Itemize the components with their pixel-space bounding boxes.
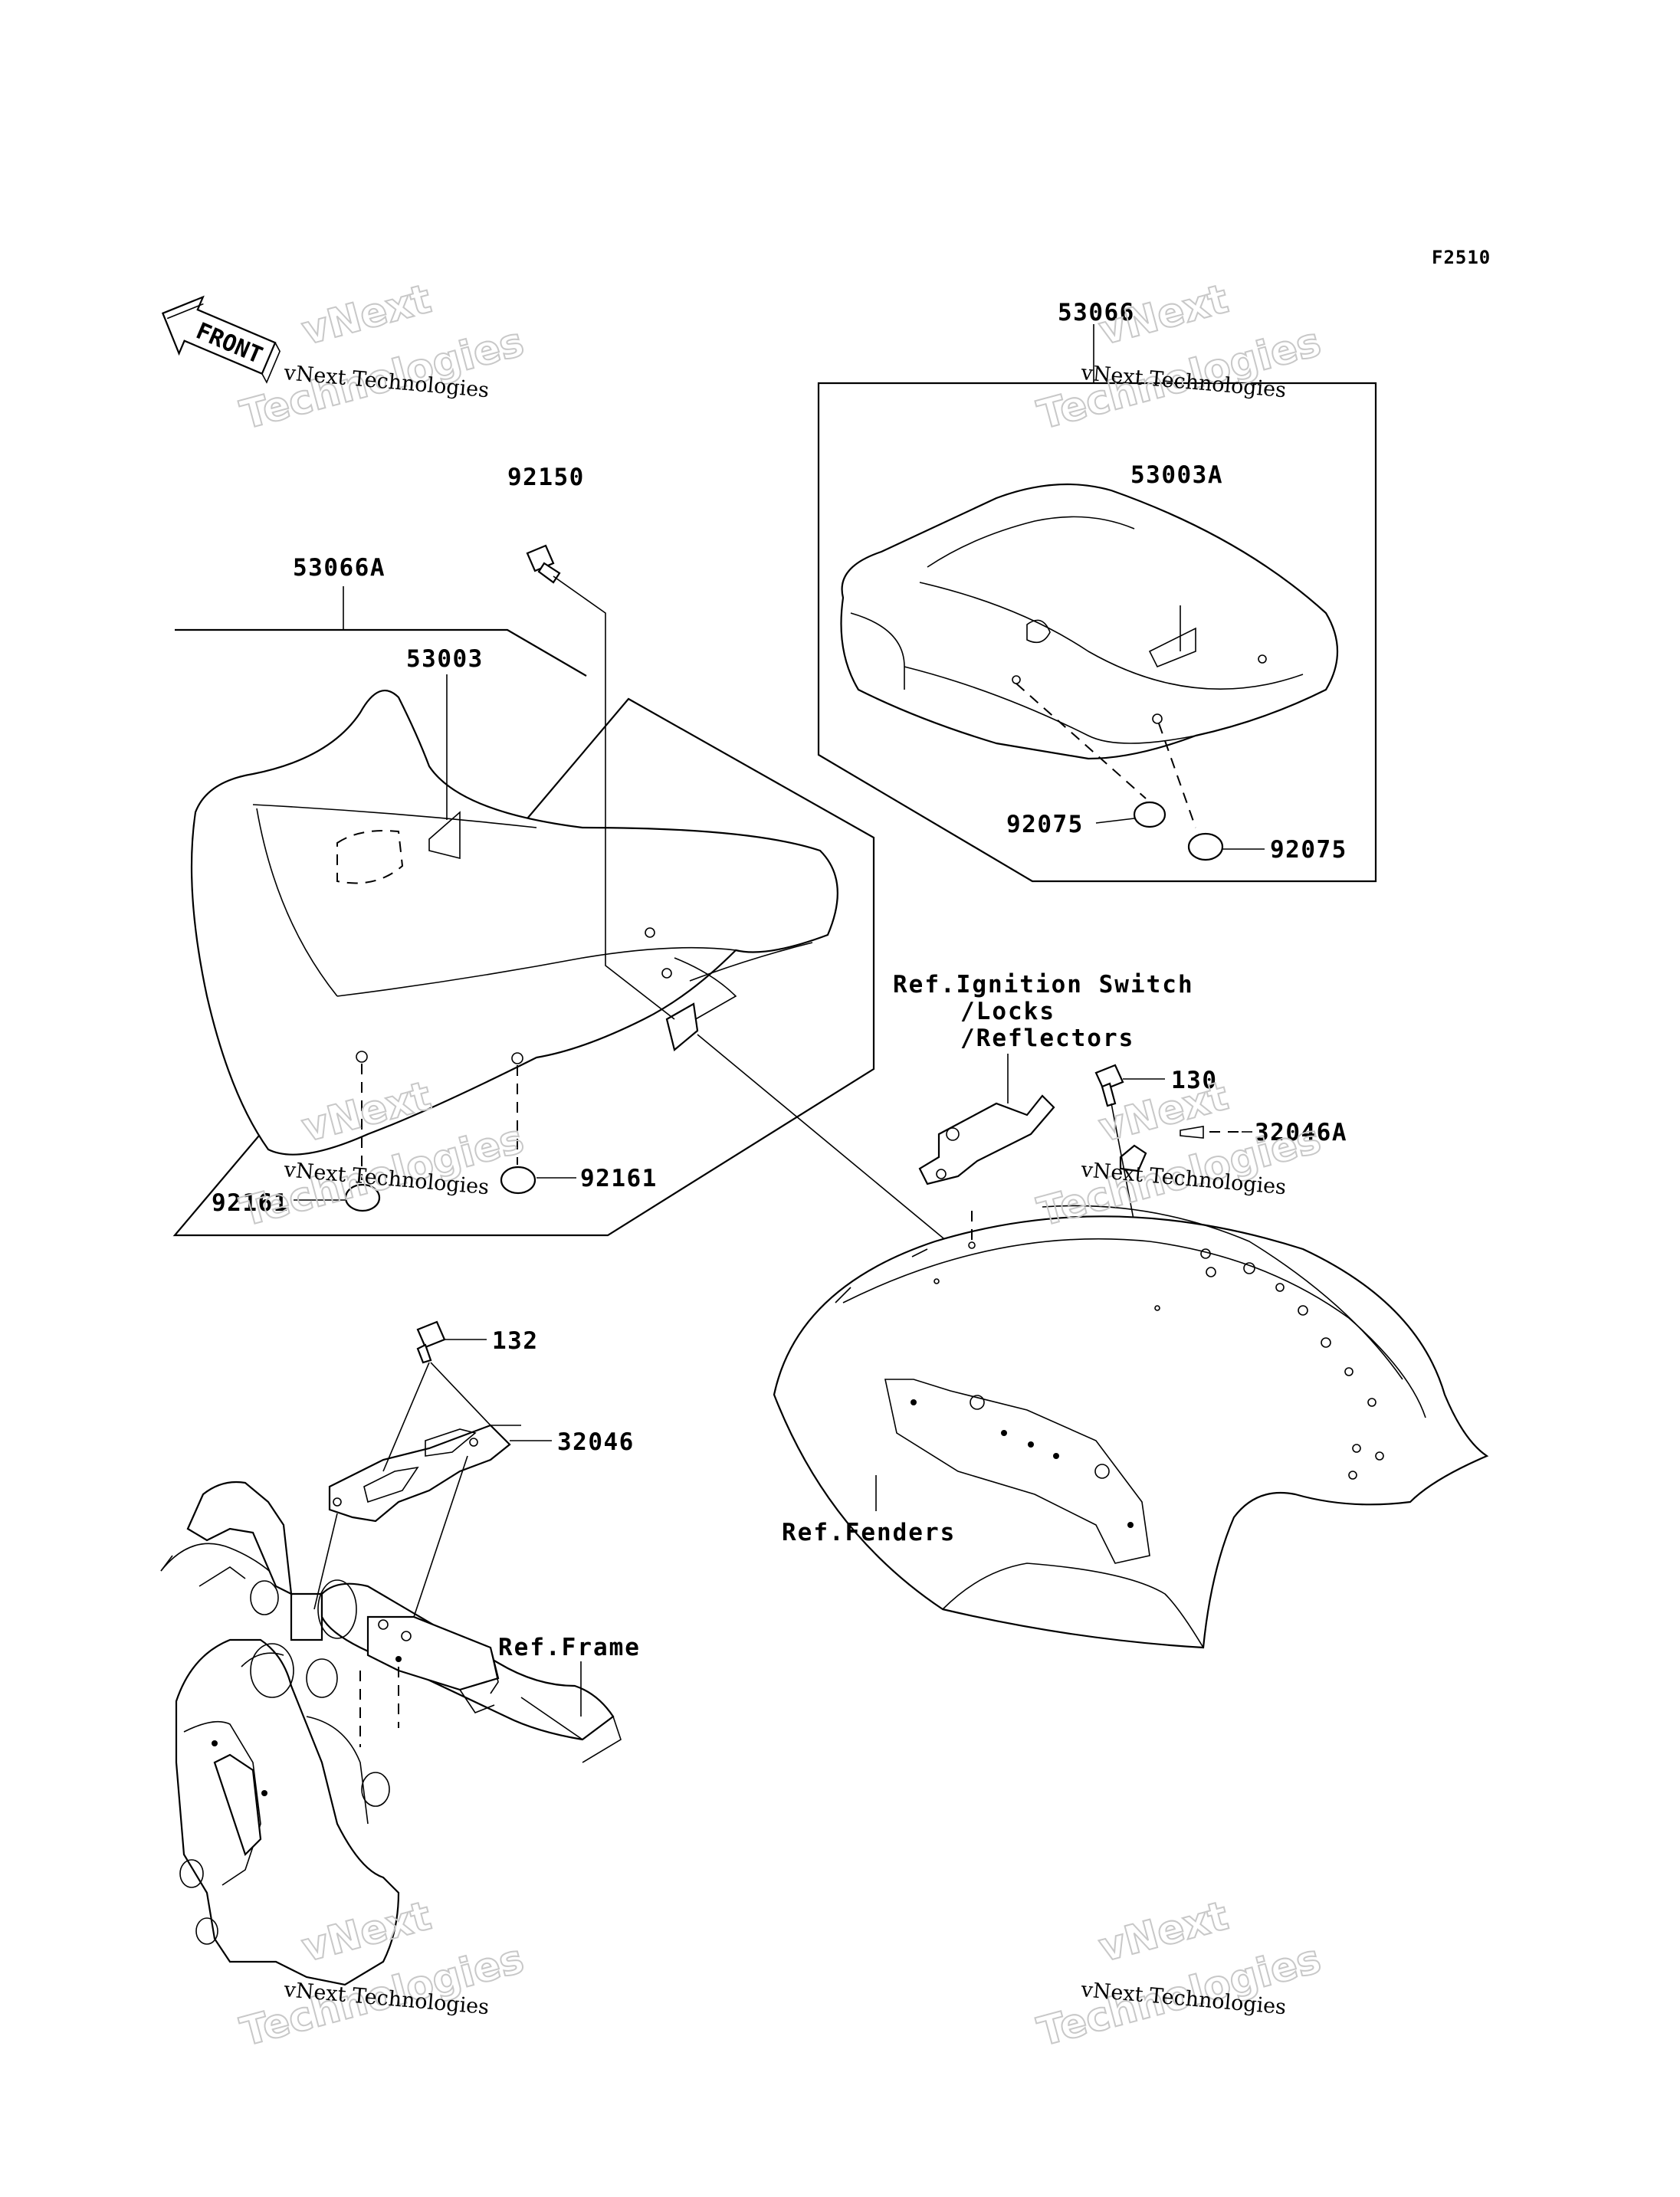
svg-text:vNext: vNext [1094,276,1233,354]
label-32046A: 32046A [1255,1119,1347,1146]
label-92161-left: 92161 [212,1189,289,1217]
ref-ignition-line3: /Reflectors [960,1025,1134,1052]
watermark-6: vNext Technologies vNext Technologies [1032,1892,1327,2056]
ref-frame: Ref.Frame [498,1634,641,1661]
label-92075-right: 92075 [1270,836,1347,864]
figure-id: F2510 [1432,247,1491,268]
label-92075-left: 92075 [1006,811,1084,838]
bolt-130 [1094,1064,1165,1107]
front-seat-shape [190,690,838,1156]
rear-fender [773,1205,1489,1649]
svg-text:vNext: vNext [297,276,436,354]
grommet-92161-left [344,1183,381,1212]
bracket-32046 [328,1424,511,1523]
rear-seat-outline-box [817,382,1377,883]
label-132: 132 [492,1327,539,1355]
bolt-92150 [526,544,966,1258]
grommet-92161-right [500,1166,536,1195]
front-seat-outline-box [175,628,587,677]
grommet-92075-right [1187,832,1224,861]
bolt-132 [313,1320,521,1618]
label-53003: 53003 [406,645,484,673]
label-92161-right: 92161 [580,1165,658,1192]
front-arrow-icon: FRONT [161,295,281,384]
watermark-1: vNext Technologies vNext Technologies [235,275,530,439]
svg-text:vNext: vNext [1094,1893,1233,1971]
frame-section [160,1481,622,1986]
label-92150: 92150 [507,464,585,491]
rear-seat-assembly [817,324,1377,883]
watermark-4: vNext Technologies vNext Technologies [1032,1072,1327,1236]
label-53066: 53066 [1058,299,1135,326]
ref-fenders: Ref.Fenders [782,1519,956,1546]
front-seat-assembly [172,586,875,1237]
ref-ignition-line1: Ref.Ignition Switch [893,971,1194,998]
ignition-bracket [918,1094,1055,1185]
front-label: FRONT [192,318,267,370]
label-53066A: 53066A [293,554,386,582]
label-53003A: 53003A [1130,461,1223,489]
rear-seat-shape [840,483,1338,760]
label-32046: 32046 [557,1428,635,1456]
label-130: 130 [1171,1067,1218,1094]
grommet-92075-left [1133,801,1166,828]
ref-ignition-line2: /Locks [960,998,1055,1025]
